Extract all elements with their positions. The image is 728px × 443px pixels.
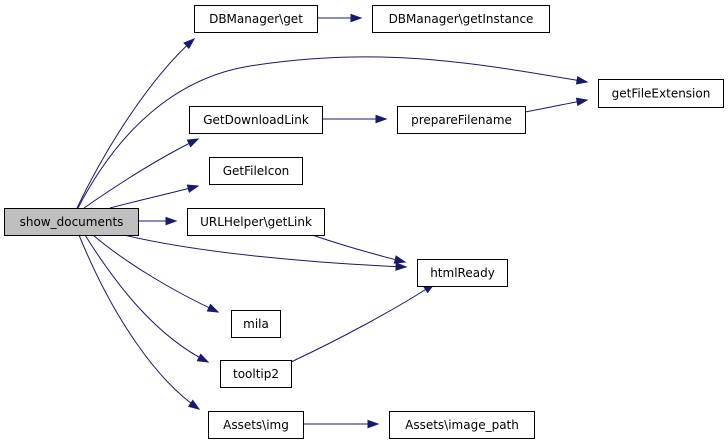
edge-show_documents-to-urlhelper_getlink xyxy=(138,216,178,226)
node-box[interactable] xyxy=(187,208,325,236)
node-label: DBManager\getInstance xyxy=(389,12,534,26)
node-box[interactable] xyxy=(231,310,281,338)
edge-line xyxy=(311,234,406,263)
edge-show_documents-to-tooltip2 xyxy=(84,234,210,363)
node-box[interactable] xyxy=(4,208,139,236)
edge-line xyxy=(92,234,219,313)
edge-show_documents-to-assets_img xyxy=(78,234,201,410)
edge-line xyxy=(76,38,195,209)
edge-tooltip2-to-htmlready xyxy=(290,283,436,363)
edge-show_documents-to-getfileicon xyxy=(109,184,200,209)
node-dbmanager-get[interactable]: DBManager\get xyxy=(194,5,318,33)
node-box[interactable] xyxy=(372,5,550,33)
edge-line xyxy=(84,234,209,363)
edge-line xyxy=(290,283,435,363)
arrowhead-icon xyxy=(350,13,363,23)
node-assets-img[interactable]: Assets\img xyxy=(208,411,304,439)
node-getfileextension[interactable]: getFileExtension xyxy=(598,79,724,108)
arrowhead-icon xyxy=(395,262,408,271)
node-label: mila xyxy=(243,317,269,331)
arrowhead-icon xyxy=(375,114,388,124)
node-box[interactable] xyxy=(208,411,304,439)
node-box[interactable] xyxy=(209,157,303,185)
node-show-documents[interactable]: show_documents xyxy=(4,208,139,236)
node-box[interactable] xyxy=(397,106,526,134)
node-getfileicon[interactable]: GetFileIcon xyxy=(209,157,303,185)
node-preparefilename[interactable]: prepareFilename xyxy=(397,106,526,134)
node-box[interactable] xyxy=(598,79,724,108)
arrowhead-icon xyxy=(367,419,380,429)
edge-line xyxy=(83,138,199,209)
edge-preparefilename-to-getfileextension xyxy=(524,97,589,113)
edge-show_documents-to-htmlready xyxy=(123,234,408,271)
node-getdownloadlink[interactable]: GetDownloadLink xyxy=(189,106,323,134)
node-mila[interactable]: mila xyxy=(231,310,281,338)
edge-getdownloadlink-to-preparefilename xyxy=(321,114,388,124)
node-box[interactable] xyxy=(417,259,508,287)
node-box[interactable] xyxy=(220,360,292,388)
edge-line xyxy=(123,234,407,268)
edge-assets_img-to-assets_image_path xyxy=(303,419,380,429)
node-urlhelper-getlink[interactable]: URLHelper\getLink xyxy=(187,208,325,236)
node-htmlready[interactable]: htmlReady xyxy=(417,259,508,287)
node-box[interactable] xyxy=(389,411,535,439)
node-dbmanager-getinstance[interactable]: DBManager\getInstance xyxy=(372,5,550,33)
edge-show_documents-to-mila xyxy=(92,234,220,313)
edges-layer xyxy=(76,13,589,429)
edge-dbmanager_get-to-dbmanager_getinstance xyxy=(317,13,363,23)
arrowhead-icon xyxy=(187,399,201,410)
edge-show_documents-to-getfileextension xyxy=(77,56,589,209)
node-label: DBManager\get xyxy=(209,12,303,26)
node-label: Assets\image_path xyxy=(405,418,519,432)
node-label: show_documents xyxy=(20,215,124,229)
node-label: tooltip2 xyxy=(233,367,279,381)
node-assets-image-path[interactable]: Assets\image_path xyxy=(389,411,535,439)
edge-line xyxy=(109,185,199,209)
arrowhead-icon xyxy=(186,184,200,193)
edge-show_documents-to-getdownloadlink xyxy=(83,138,200,209)
node-label: URLHelper\getLink xyxy=(200,215,312,229)
edge-line xyxy=(77,56,588,209)
arrowhead-icon xyxy=(165,216,178,226)
arrowhead-icon xyxy=(196,353,210,363)
node-label: htmlReady xyxy=(430,266,495,280)
arrowhead-icon xyxy=(575,76,589,85)
arrowhead-icon xyxy=(575,97,589,107)
arrowhead-icon xyxy=(183,38,196,50)
arrowhead-icon xyxy=(393,255,407,264)
edge-line xyxy=(78,234,200,410)
node-tooltip2[interactable]: tooltip2 xyxy=(220,360,292,388)
nodes-layer: show_documents DBManager\get DBManager\get… xyxy=(4,5,724,439)
arrowhead-icon xyxy=(206,303,220,313)
node-box[interactable] xyxy=(189,106,323,134)
arrowhead-icon xyxy=(186,138,200,148)
node-label: prepareFilename xyxy=(411,113,512,127)
node-label: GetDownloadLink xyxy=(203,113,309,127)
edge-show_documents-to-dbmanager_get xyxy=(76,38,196,209)
node-box[interactable] xyxy=(194,5,318,33)
node-label: GetFileIcon xyxy=(223,164,290,178)
node-label: Assets\img xyxy=(223,418,289,432)
node-label: getFileExtension xyxy=(612,87,711,101)
edge-urlhelper_getlink-to-htmlready xyxy=(311,234,407,264)
